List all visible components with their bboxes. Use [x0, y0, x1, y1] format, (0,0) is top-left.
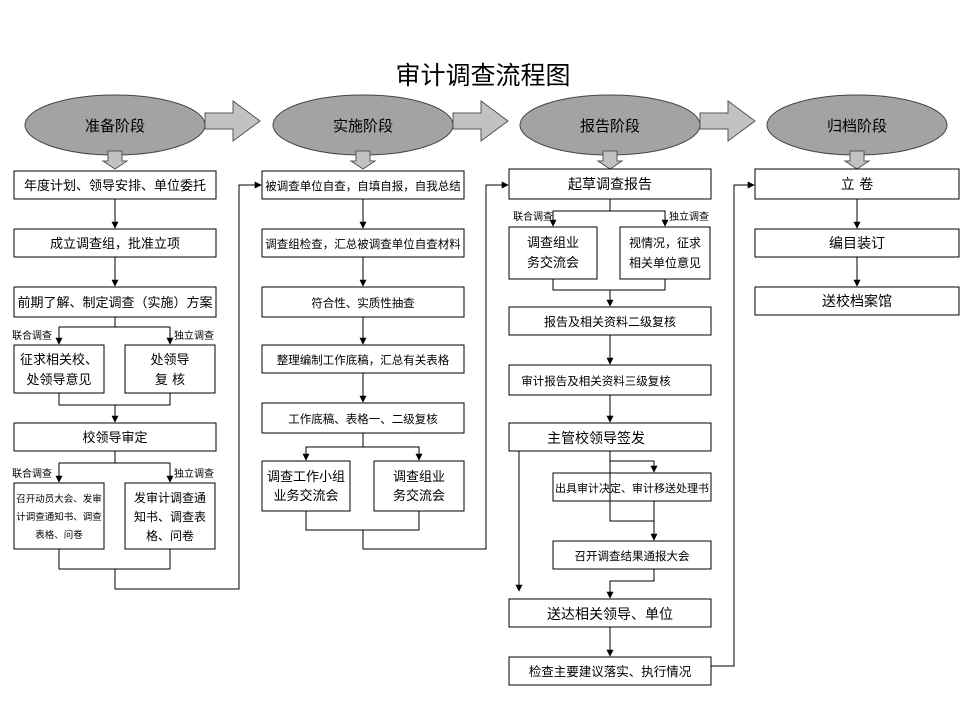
archive-step-file: 立 卷	[841, 177, 873, 193]
stage-impl-label: 实施阶段	[333, 117, 393, 135]
impl-step-self-check: 被调查单位自查，自填自报，自我总结	[265, 179, 461, 193]
stage-report: 报告阶段	[519, 94, 701, 156]
prep-step-plan: 前期了解、制定调查（实施）方案	[17, 295, 212, 311]
report-step-draft: 起草调查报告	[568, 177, 652, 193]
impl-indep-exchange-1: 调查组业	[393, 470, 445, 485]
down-arrow-prep	[101, 150, 129, 170]
impl-step-sampling: 符合性、实质性抽查	[311, 296, 415, 310]
report-step-sign: 主管校领导签发	[547, 430, 645, 447]
report-step-meeting: 召开调查结果通报大会	[575, 549, 690, 563]
report-step-deliver: 送达相关领导、单位	[547, 607, 673, 623]
stage-arrow-2	[452, 100, 509, 142]
archive-step-bind: 编目装订	[829, 236, 885, 252]
report-step-review-2: 报告及相关资料二级复核	[544, 314, 676, 329]
stage-archive-label: 归档阶段	[827, 117, 887, 135]
report-indep-opinion-1: 视情况，征求	[629, 235, 701, 250]
stage-prep-label: 准备阶段	[85, 117, 145, 135]
prep-indep-notice-3: 格、问卷	[146, 528, 194, 543]
prep-indep-review-2: 复 核	[155, 373, 185, 388]
impl-step-review: 工作底稿、表格一、二级复核	[288, 412, 438, 426]
prep-step-approve: 校领导审定	[82, 430, 147, 446]
prep-step-form-team: 成立调查组，批准立项	[50, 237, 180, 252]
report-step-review-3: 审计报告及相关资料三级复核	[521, 374, 671, 388]
prep-indep-review-1: 处领导	[150, 353, 189, 368]
prep-branch-joint-1: 联合调查	[12, 329, 52, 342]
prep-joint-notice-3: 表格、问卷	[35, 529, 83, 541]
impl-step-team-check: 调查组检查，汇总被调查单位自查材料	[265, 237, 461, 251]
prep-indep-notice-2: 知书、调查表	[134, 510, 206, 524]
impl-joint-exchange-1: 调查工作小组	[267, 470, 345, 485]
prep-indep-notice-1: 发审计调查通	[134, 490, 206, 505]
report-joint-exchange-2: 务交流会	[527, 255, 579, 271]
stage-prep: 准备阶段	[24, 94, 206, 156]
prep-branch-joint-2: 联合调查	[12, 467, 52, 480]
down-arrow-impl	[349, 150, 377, 170]
archive-step-send: 送校档案馆	[822, 293, 892, 310]
prep-joint-notice-1: 召开动员大会、发审	[16, 493, 102, 505]
report-step-decision: 出具审计决定、审计移送处理书	[555, 481, 709, 495]
page-title: 审计调查流程图	[395, 61, 570, 90]
down-arrow-archive	[843, 150, 871, 170]
stage-arrow-3	[699, 100, 756, 142]
stage-archive: 归档阶段	[766, 94, 948, 156]
impl-step-workpapers: 整理编制工作底稿，汇总有关表格	[277, 353, 450, 367]
impl-joint-exchange-2: 业务交流会	[273, 488, 338, 504]
down-arrow-report	[596, 150, 624, 170]
prep-branch-indep-1: 独立调查	[174, 329, 214, 342]
stage-arrow-1	[204, 100, 261, 142]
prep-joint-notice-2: 计调查通知书、调查	[16, 511, 102, 523]
prep-step-annual-plan: 年度计划、领导安排、单位委托	[24, 178, 206, 194]
report-branch-joint: 联合调查	[513, 210, 553, 223]
stage-report-label: 报告阶段	[580, 117, 640, 135]
report-indep-opinion-2: 相关单位意见	[629, 255, 701, 270]
report-step-check: 检查主要建议落实、执行情况	[529, 664, 692, 679]
report-branch-indep: 独立调查	[669, 210, 709, 223]
stage-impl: 实施阶段	[272, 94, 454, 156]
prep-branch-indep-2: 独立调查	[174, 467, 214, 480]
prep-joint-opinion-2: 处领导意见	[26, 372, 91, 388]
prep-joint-opinion-1: 征求相关校、	[20, 352, 98, 368]
impl-indep-exchange-2: 务交流会	[393, 488, 445, 504]
report-joint-exchange-1: 调查组业	[527, 236, 579, 251]
